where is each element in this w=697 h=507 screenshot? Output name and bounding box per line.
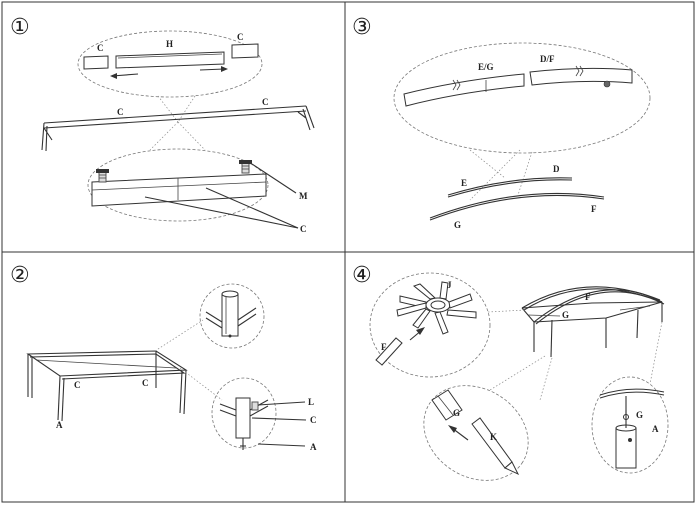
panel-step-1: ① C H C C C [10, 15, 315, 234]
label-c-bottom: C [300, 224, 307, 234]
label-f-hub: F [381, 342, 387, 352]
label-c-3: C [310, 415, 317, 425]
magnifier-corner-bottom [211, 377, 277, 449]
tube-c-right [231, 43, 259, 59]
label-c-beam-right: C [262, 97, 269, 107]
panel-step-2: ② C C A [10, 263, 317, 452]
label-c-2: C [142, 378, 149, 388]
step-number-4: ④ [352, 263, 372, 288]
rod-f-hub [375, 337, 403, 366]
end-cap-detail [599, 388, 665, 469]
gazebo-assembled [521, 286, 665, 358]
magnifier-top [77, 30, 263, 98]
label-l: L [308, 397, 314, 407]
magnifier-pole [423, 385, 529, 481]
bolt-right [239, 160, 252, 174]
label-f: F [591, 204, 597, 214]
tube-h [115, 51, 225, 69]
label-g-detail: G [453, 408, 460, 418]
arch-upper [447, 177, 573, 196]
label-a: A [56, 420, 63, 430]
beam-top [43, 105, 307, 124]
bolt-left [96, 169, 109, 183]
label-c-left: C [97, 43, 104, 53]
magnifier-bottom [87, 148, 269, 222]
label-a-cap: A [652, 424, 659, 434]
label-df: D/F [540, 54, 555, 64]
panel-step-4: ④ J F [352, 263, 669, 481]
label-k: K [490, 432, 497, 442]
magnifier-arches [393, 42, 651, 154]
label-c-beam-left: C [117, 107, 124, 117]
tube-c-left [83, 55, 109, 70]
magnifier-end-cap [591, 376, 669, 474]
label-eg: E/G [478, 62, 494, 72]
beam-right-leg [297, 105, 315, 131]
label-a-2: A [310, 442, 317, 452]
arch-pin [603, 80, 611, 88]
label-d: D [553, 164, 560, 174]
roof-hub [396, 281, 477, 335]
step-number-2: ② [10, 263, 30, 288]
pole-detail [431, 389, 520, 476]
step-number-1: ① [10, 15, 30, 40]
label-g-cap: G [636, 410, 643, 420]
label-m: M [299, 191, 308, 201]
step-number-3: ③ [352, 15, 372, 40]
gazebo-base-frame [26, 350, 188, 422]
panel-step-3: ③ E/G D/F E D F G [352, 15, 651, 230]
label-c-right: C [237, 32, 244, 42]
label-g: G [454, 220, 461, 230]
label-g-roof: G [562, 310, 569, 320]
label-j: J [447, 280, 452, 290]
corner-joint-top [205, 290, 257, 338]
magnifier-corner-top [199, 283, 265, 349]
label-e: E [461, 178, 467, 188]
corner-joint-bottom [219, 397, 269, 450]
label-c-1: C [74, 380, 81, 390]
joined-tube [91, 173, 267, 207]
arch-segment-eg [403, 73, 525, 107]
label-h: H [166, 39, 173, 49]
beam-left-leg [41, 122, 53, 152]
arch-segment-df [529, 67, 633, 86]
arch-lower [429, 192, 605, 219]
label-f-roof: F [585, 292, 591, 302]
magnifier-hub [369, 272, 491, 378]
